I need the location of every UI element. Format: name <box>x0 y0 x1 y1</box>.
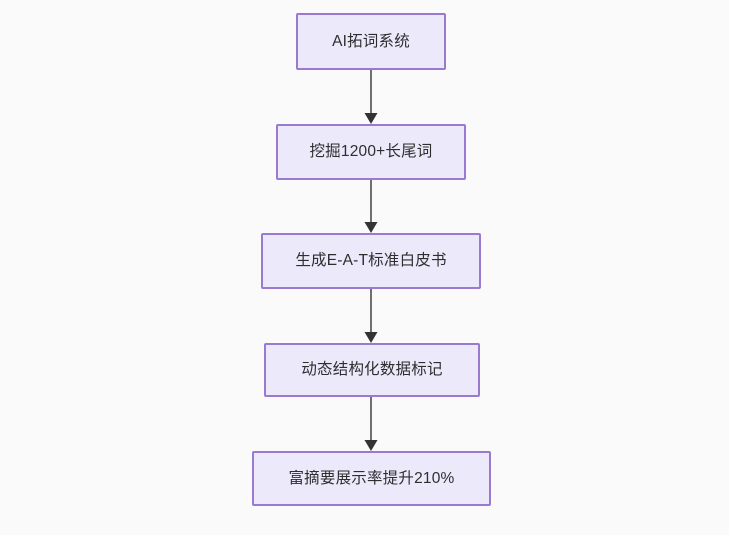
arrow-head-icon <box>364 113 378 124</box>
edge-n3-n4 <box>364 289 378 343</box>
flow-node-dynamic-structured-data-markup[interactable]: 动态结构化数据标记 <box>264 343 480 397</box>
arrow-head-icon <box>364 222 378 233</box>
flow-node-rich-snippet-impression-uplift[interactable]: 富摘要展示率提升210% <box>252 451 491 506</box>
flow-node-generate-eat-whitepaper[interactable]: 生成E-A-T标准白皮书 <box>261 233 481 289</box>
edge-n4-n5 <box>364 397 378 451</box>
edge-n2-n3 <box>364 180 378 233</box>
flow-node-mine-longtail-keywords[interactable]: 挖掘1200+长尾词 <box>276 124 466 180</box>
edge-n1-n2 <box>364 70 378 124</box>
arrow-head-icon <box>364 440 378 451</box>
flow-node-ai-keyword-system[interactable]: AI拓词系统 <box>296 13 446 70</box>
arrow-head-icon <box>364 332 378 343</box>
